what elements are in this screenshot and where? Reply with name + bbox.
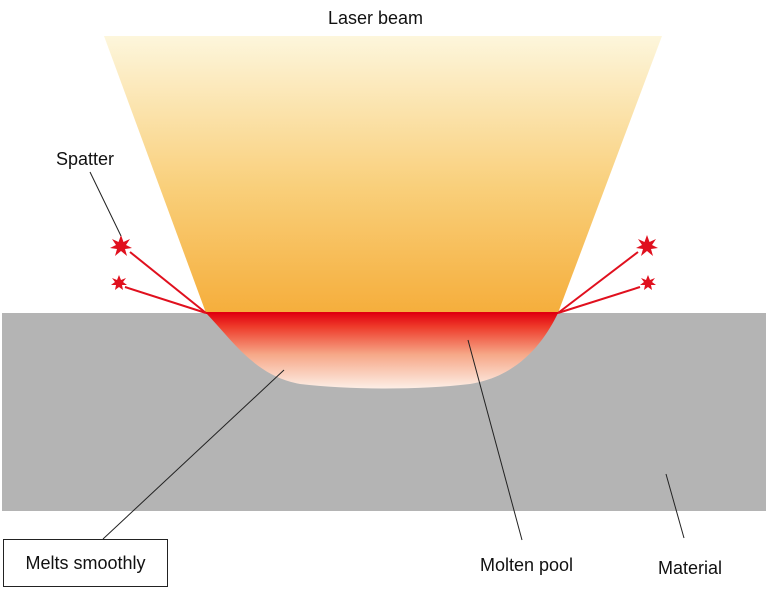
- molten-pool: [206, 313, 558, 389]
- spatter-particle-icon: [111, 275, 127, 290]
- melts-leader-line: [102, 369, 285, 540]
- spatter-ray: [129, 251, 207, 314]
- spatter-leader-line: [89, 171, 122, 237]
- laser-beam-label: Laser beam: [328, 8, 424, 28]
- spatter-particle-icon: [636, 235, 658, 256]
- spatter-ray: [557, 251, 639, 314]
- spatter-particle-icon: [640, 275, 656, 290]
- material-leader-line: [665, 473, 685, 539]
- molten-pool-label: Molten pool: [480, 555, 574, 575]
- pool-leader-line: [467, 339, 523, 541]
- spatter-particle-icon: [110, 235, 132, 256]
- spatter-ray: [124, 286, 207, 314]
- melts-smoothly-label: Melts smoothly: [3, 539, 168, 587]
- material-label: Material: [658, 558, 723, 578]
- spatter-ray: [557, 286, 641, 314]
- spatter-label: Spatter: [56, 149, 115, 169]
- laser-beam: [104, 36, 662, 313]
